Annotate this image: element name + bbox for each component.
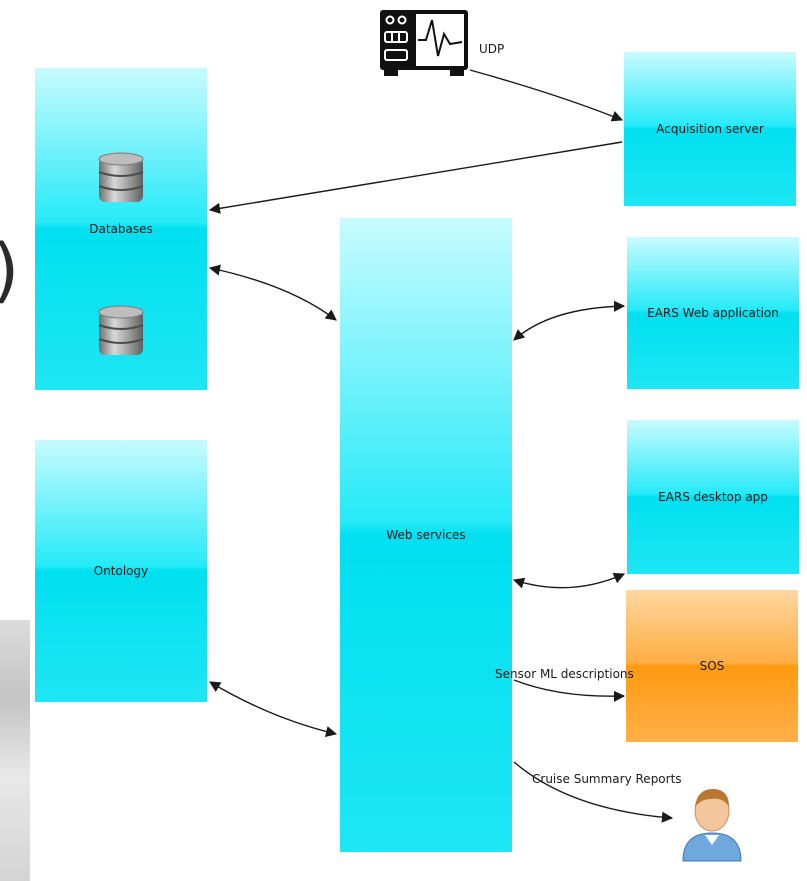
ears-web-application-box: EARS Web application (627, 237, 799, 389)
arrow-sensor-ml (513, 679, 626, 702)
databases-label: Databases (89, 222, 153, 236)
ears-desktop-app-box: EARS desktop app (627, 420, 799, 574)
edge-label-sensor-ml: Sensor ML descriptions (495, 667, 634, 681)
web-services-box: Web services (340, 218, 512, 852)
sos-box: SOS (626, 590, 798, 742)
arrow-udp (469, 69, 624, 122)
background-photo-fragment (0, 620, 30, 881)
arrow-acquisition-to-databases (208, 141, 623, 214)
ontology-label: Ontology (93, 564, 149, 578)
edge-label-udp: UDP (479, 42, 505, 56)
user-icon (682, 789, 742, 862)
ontology-box: Ontology (35, 440, 207, 702)
instrument-device-icon (380, 10, 468, 76)
acquisition-server-box: Acquisition server (624, 52, 796, 206)
sos-label: SOS (699, 659, 725, 673)
arrow-databases-web-services (208, 264, 337, 321)
ears-desktop-app-label: EARS desktop app (658, 490, 768, 504)
edge-label-cruise-summary: Cruise Summary Reports (532, 772, 682, 786)
arrow-ontology-web-services (209, 681, 338, 738)
database-icon (98, 152, 144, 202)
web-services-label: Web services (386, 528, 466, 542)
background-paren-glyph: ) (0, 235, 19, 305)
arrow-cruise-summary (513, 761, 674, 823)
arrow-web-services-ears-desktop (512, 572, 626, 589)
arrow-web-services-ears-web (513, 300, 626, 341)
ears-web-application-label: EARS Web application (647, 306, 779, 320)
acquisition-server-label: Acquisition server (656, 122, 764, 136)
database-icon (98, 305, 144, 355)
